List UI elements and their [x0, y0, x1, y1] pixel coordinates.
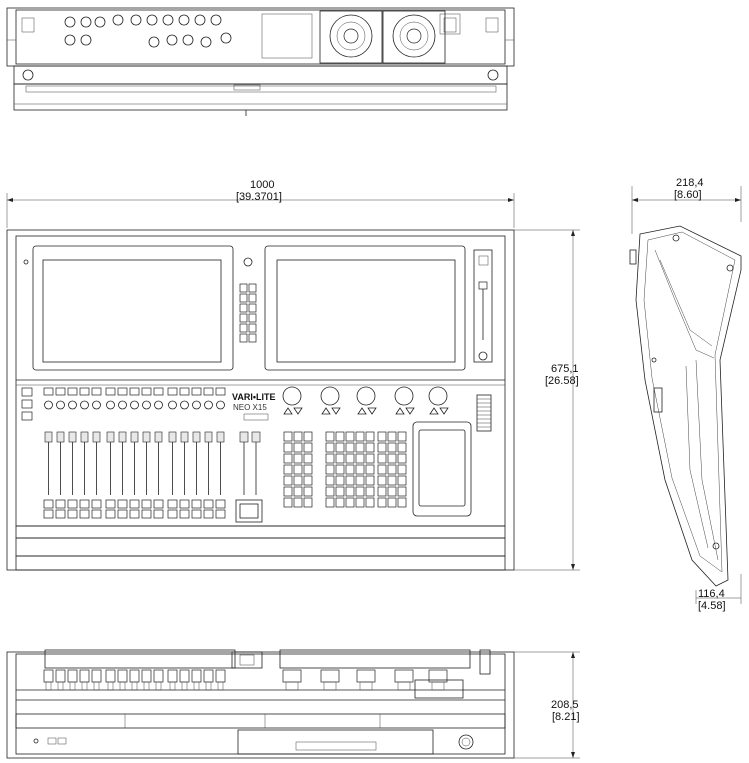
encoder-knob-icon [394, 386, 414, 406]
model-name: NEO X15 [233, 403, 267, 412]
height-mm-label: 208,5 [551, 699, 579, 711]
xlr-connector-icon [22, 69, 34, 81]
encoder-knob-icon [192, 400, 201, 410]
encoder-knob-icon [320, 669, 340, 683]
xlr-connector-icon [200, 36, 212, 48]
fader-icon [80, 431, 89, 443]
brand-name: VARI•LITE [232, 392, 275, 402]
bottom-depth-mm-label: 116,4 [698, 588, 725, 600]
encoder-knob-icon [118, 400, 127, 410]
top-depth-in-label: [8.60] [674, 189, 702, 201]
side-view [629, 186, 742, 604]
encoder-knob-icon [204, 400, 213, 410]
xlr-connector-icon [146, 14, 158, 26]
fader-icon [68, 431, 77, 443]
encoder-row [282, 386, 449, 415]
encoder-knob-icon [154, 400, 163, 410]
fader-icon [180, 431, 189, 443]
keypad [283, 431, 407, 508]
front-fader-knobs [43, 669, 448, 691]
top-view: VARI•LITE NEO X15 [6, 193, 580, 571]
fader-icon [251, 431, 261, 443]
fader-icon [168, 431, 177, 443]
fader-icon [106, 431, 115, 443]
width-mm-label: 1000 [250, 179, 274, 191]
encoder-knob-icon [216, 400, 225, 410]
rear-view [6, 7, 515, 116]
encoder-knob-icon [356, 669, 376, 683]
height-in-label: [8.21] [552, 711, 580, 723]
fader-icon [204, 431, 213, 443]
top-depth-mm-label: 218,4 [676, 177, 704, 189]
xlr-connector-icon [182, 34, 194, 46]
xlr-connector-icon [166, 34, 178, 46]
encoder-knob-icon [80, 400, 89, 410]
xlr-connector-icon [64, 16, 76, 28]
encoder-knob-icon [282, 669, 302, 683]
depth-in-label: [26.58] [545, 375, 579, 387]
encoder-knob-icon [106, 400, 115, 410]
xlr-connector-icon [80, 34, 92, 46]
fader-icon [44, 431, 53, 443]
xlr-connector-icon [194, 14, 206, 26]
xlr-connector-icon [178, 14, 190, 26]
xlr-connector-icon [148, 36, 160, 48]
encoder-knob-icon [142, 400, 151, 410]
fader-icon [56, 431, 65, 443]
rear-connector-panel [21, 13, 499, 48]
fader-icon [192, 431, 201, 443]
fader-icon [216, 431, 225, 443]
encoder-knob-icon [394, 669, 414, 683]
fan-icon [392, 14, 436, 58]
encoder-knob-icon [92, 400, 101, 410]
bottom-depth-in-label: [4.58] [698, 600, 726, 612]
encoder-knob-icon [282, 386, 302, 406]
encoder-knob-icon [180, 400, 189, 410]
fan-icon [329, 14, 373, 58]
encoder-knob-icon [56, 400, 65, 410]
xlr-connector-icon [130, 14, 142, 26]
xlr-connector-icon [210, 14, 222, 26]
fader-icon [154, 431, 163, 443]
fader-icon [130, 431, 139, 443]
xlr-connector-icon [162, 14, 174, 26]
encoder-knob-icon [168, 400, 177, 410]
xlr-connector-icon [80, 16, 92, 28]
encoder-knob-icon [320, 386, 340, 406]
fader-icon [118, 431, 127, 443]
fader-icon [239, 431, 249, 443]
width-in-label: [39.3701] [236, 191, 282, 203]
depth-mm-label: 675,1 [551, 363, 579, 375]
screen-key-column [239, 283, 257, 343]
fader-icon [142, 431, 151, 443]
fader-icon [92, 431, 101, 443]
front-view [6, 649, 580, 759]
xlr-connector-icon [220, 32, 232, 44]
encoder-knob-icon [356, 386, 376, 406]
encoder-knob-icon [428, 386, 448, 406]
xlr-connector-icon [487, 69, 499, 81]
encoder-knob-icon [130, 400, 139, 410]
xlr-connector-icon [94, 16, 106, 28]
encoder-knob-icon [68, 400, 77, 410]
fader-banks [21, 387, 261, 519]
xlr-connector-icon [112, 14, 124, 26]
xlr-connector-icon [64, 34, 76, 46]
encoder-knob-icon [44, 400, 53, 410]
